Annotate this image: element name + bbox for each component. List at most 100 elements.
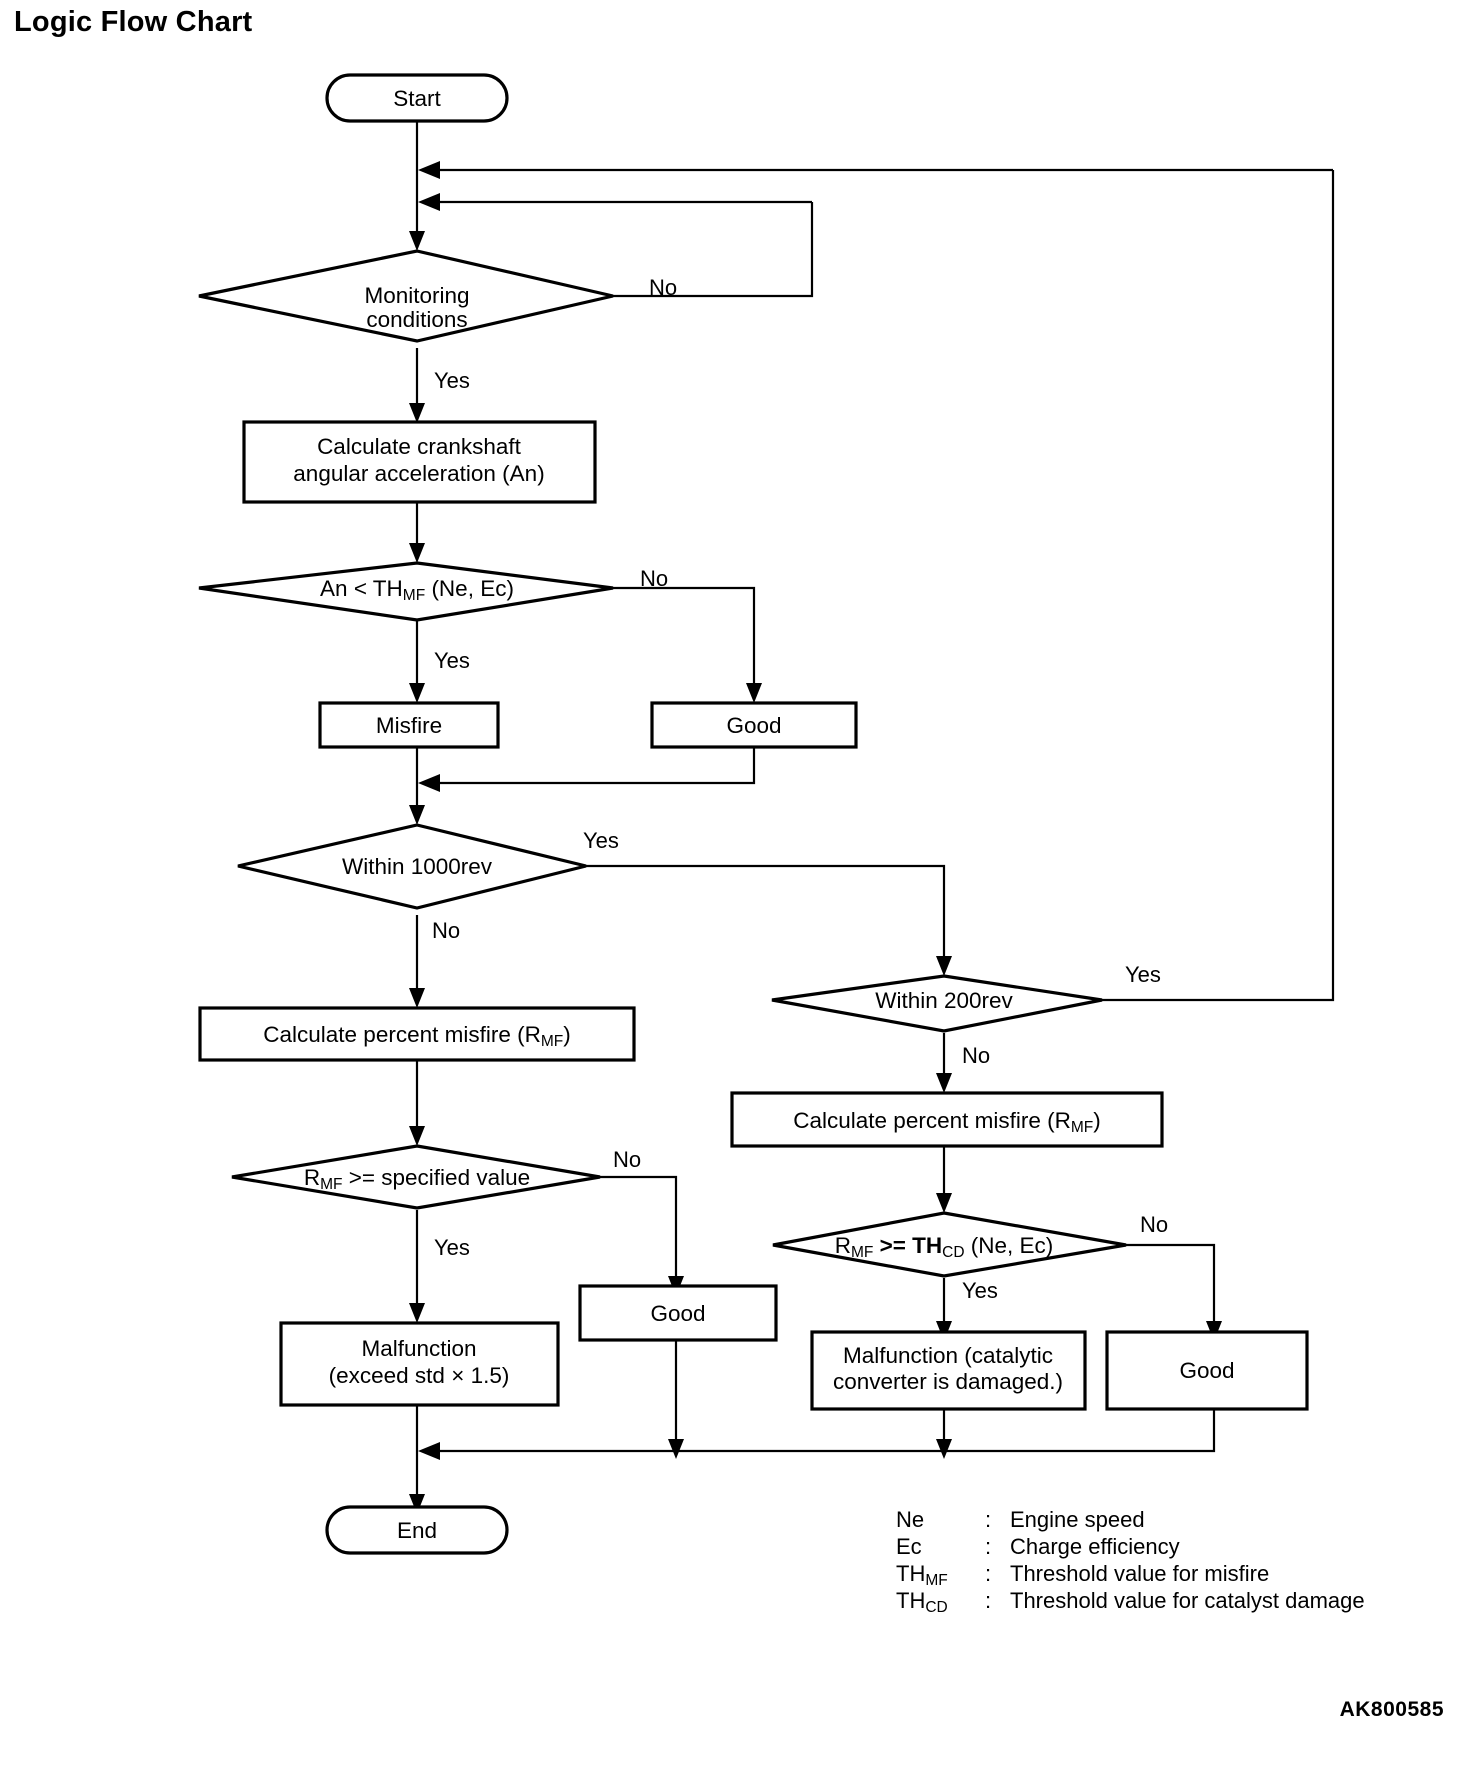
node-start[interactable]: Start	[325, 73, 509, 123]
node-good-mid[interactable]: Good	[578, 1284, 778, 1342]
legend-value-0: Engine speed	[1010, 1507, 1145, 1532]
within1000-shape	[237, 823, 587, 910]
end-shape	[325, 1505, 509, 1555]
arrowhead-to-anthmf	[409, 543, 425, 563]
monitoring-label-line1: Monitoring	[364, 283, 469, 308]
an-thmf-shape	[198, 561, 614, 622]
branch-label-within200-no: No	[962, 1043, 990, 1068]
node-calculate-crankshaft[interactable]: Calculate crankshaft angular acceleratio…	[242, 420, 597, 504]
branch-label-anthmf-no: No	[640, 566, 668, 591]
rmf-thcd-label: RMF >= THCD (Ne, Ec)	[835, 1233, 1054, 1261]
arrowhead-goodmid-bus	[668, 1439, 684, 1459]
arrowhead-to-calcrmf-left	[409, 988, 425, 1008]
branch-label-anthmf-yes: Yes	[434, 648, 470, 673]
rmf-thcd-sub: MF	[851, 1244, 873, 1261]
rmf-spec-sub: MF	[320, 1176, 342, 1193]
calc-rmf-right-shape	[730, 1091, 1164, 1148]
node-calculate-percent-misfire-right[interactable]: Calculate percent misfire (RMF)	[730, 1091, 1164, 1148]
calc-rmf-right-label: Calculate percent misfire (RMF)	[793, 1108, 1100, 1136]
node-within-1000rev[interactable]: Within 1000rev	[237, 823, 587, 910]
edge-within1000-yes	[586, 864, 946, 968]
arrowhead-to-calc-crank	[409, 403, 425, 423]
rmf-thcd-mid: >= TH	[873, 1233, 942, 1258]
legend-value-3: Threshold value for catalyst damage	[1010, 1588, 1365, 1613]
arrowhead-to-monitoring	[409, 231, 425, 251]
rmf-spec-shape	[231, 1144, 601, 1210]
arrowhead-goodtop-merge	[418, 774, 440, 792]
misfire-shape	[318, 701, 500, 749]
edge-rmfthcd-no	[1126, 1243, 1216, 1333]
rmf-spec-pre: R	[304, 1165, 320, 1190]
monitoring-shape	[198, 249, 614, 343]
legend-key-3: THCD	[896, 1588, 948, 1616]
an-thmf-post: (Ne, Ec)	[425, 576, 514, 601]
legend-sep-0: :	[985, 1507, 991, 1532]
calc-crank-label-line2: angular acceleration (An)	[293, 461, 544, 486]
edge-monitoring-no-path	[613, 202, 814, 298]
good-top-shape	[650, 701, 858, 749]
malf-cat-label-line1: Malfunction (catalytic	[843, 1343, 1053, 1368]
calc-rmf-left-post: )	[563, 1022, 571, 1047]
node-an-less-than-thmf[interactable]: An < THMF (Ne, Ec)	[198, 561, 614, 622]
arrowhead-bus-merge-left	[418, 1442, 440, 1460]
legend-value-1: Charge efficiency	[1010, 1534, 1180, 1559]
node-malfunction-exceed-std[interactable]: Malfunction (exceed std × 1.5)	[279, 1321, 560, 1407]
arrowhead-feedback-outer	[418, 161, 440, 179]
branch-label-rmfspec-no: No	[613, 1147, 641, 1172]
arrowhead-to-rmfspec	[409, 1126, 425, 1146]
node-end[interactable]: End	[325, 1505, 509, 1555]
node-malfunction-catalytic[interactable]: Malfunction (catalytic converter is dama…	[810, 1330, 1087, 1411]
an-thmf-label: An < THMF (Ne, Ec)	[320, 576, 514, 604]
node-monitoring-conditions[interactable]: Monitoring conditions	[198, 249, 614, 343]
within200-label: Within 200rev	[875, 988, 1013, 1013]
arrowhead-feedback-inner	[418, 193, 440, 211]
node-good-top[interactable]: Good	[650, 701, 858, 749]
rmf-thcd-shape	[772, 1211, 1127, 1278]
node-rmf-ge-thcd[interactable]: RMF >= THCD (Ne, Ec)	[772, 1211, 1127, 1278]
malf-std-label-line2: (exceed std × 1.5)	[329, 1363, 510, 1388]
branch-label-within200-yes: Yes	[1125, 962, 1161, 987]
calc-crank-label-line1: Calculate crankshaft	[317, 434, 522, 459]
arrowhead-to-rmfthcd	[936, 1193, 952, 1213]
legend-sep-2: :	[985, 1561, 991, 1586]
edge-anthmf-no	[613, 586, 756, 695]
rmf-thcd-sub2: CD	[942, 1244, 964, 1261]
branch-label-rmfthcd-yes: Yes	[962, 1278, 998, 1303]
node-within-200rev[interactable]: Within 200rev	[771, 974, 1103, 1033]
end-label: End	[397, 1518, 437, 1543]
legend: Ne : Engine speed Ec : Charge efficiency…	[896, 1507, 1365, 1616]
good-top-label: Good	[726, 713, 781, 738]
misfire-label: Misfire	[376, 713, 442, 738]
edge-goodright-merge	[430, 1408, 1216, 1453]
connectors	[409, 120, 1335, 1514]
rmf-thcd-pre: R	[835, 1233, 851, 1258]
calc-rmf-left-label: Calculate percent misfire (RMF)	[263, 1022, 570, 1050]
arrowhead-malfcat-bus	[936, 1439, 952, 1459]
page-title: Logic Flow Chart	[14, 6, 253, 38]
calc-rmf-right-post: )	[1093, 1108, 1101, 1133]
rmf-thcd-post: (Ne, Ec)	[965, 1233, 1054, 1258]
malf-std-shape	[279, 1321, 560, 1407]
good-right-label: Good	[1179, 1358, 1234, 1383]
node-good-right[interactable]: Good	[1105, 1330, 1309, 1411]
arrowhead-to-good-top	[746, 683, 762, 703]
within1000-label: Within 1000rev	[342, 854, 493, 879]
node-rmf-ge-specified-value[interactable]: RMF >= specified value	[231, 1144, 601, 1210]
arrowhead-to-calcrmf-right	[936, 1073, 952, 1093]
good-mid-shape	[578, 1284, 778, 1342]
arrowhead-to-end	[409, 1494, 425, 1514]
edge-within200-yes	[1102, 170, 1335, 1002]
start-label: Start	[393, 86, 441, 111]
branch-label-rmfspec-yes: Yes	[434, 1235, 470, 1260]
node-misfire[interactable]: Misfire	[318, 701, 500, 749]
arrowhead-to-malf-std	[409, 1303, 425, 1323]
figure-code: AK800585	[1339, 1698, 1444, 1721]
node-calculate-percent-misfire-left[interactable]: Calculate percent misfire (RMF)	[198, 1006, 636, 1062]
calc-crank-shape	[242, 420, 597, 504]
within200-shape	[771, 974, 1103, 1033]
rmf-spec-label: RMF >= specified value	[304, 1165, 530, 1193]
calc-rmf-left-sub: MF	[541, 1033, 563, 1050]
good-right-shape	[1105, 1330, 1309, 1411]
legend-key-1: Ec	[896, 1534, 922, 1559]
